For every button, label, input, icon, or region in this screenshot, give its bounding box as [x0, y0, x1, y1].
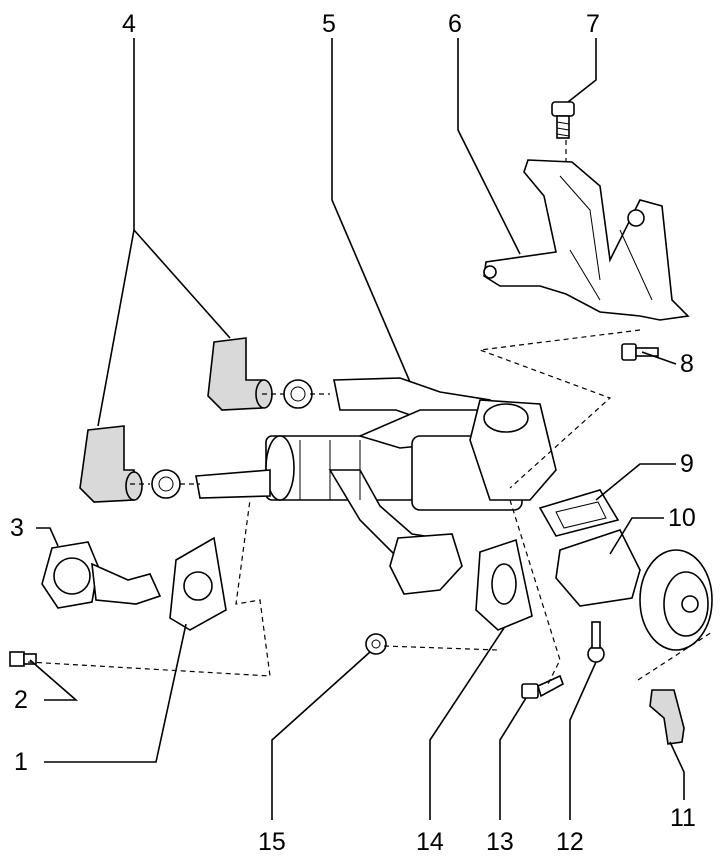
- part-4-lower-hose: [79, 425, 181, 503]
- callout-labels: 4 5 6 7 8 9 10 3 2 1 15 14 13 12 11: [10, 10, 696, 856]
- assembly-lines: [27, 140, 713, 685]
- callout-1: 1: [14, 748, 28, 776]
- callout-5: 5: [322, 10, 336, 38]
- part-1-gasket: [169, 536, 227, 631]
- callout-3: 3: [10, 514, 24, 542]
- part-6-bracket: [483, 159, 690, 321]
- callout-13: 13: [486, 828, 514, 856]
- part-3-flange-pipe: [41, 541, 162, 609]
- callout-6: 6: [448, 10, 462, 38]
- part-10-valve: [555, 529, 713, 651]
- part-12-screw: [587, 621, 605, 663]
- callout-12: 12: [556, 828, 584, 856]
- callout-7: 7: [586, 10, 600, 38]
- part-11-small-hose: [649, 689, 685, 745]
- callout-10: 10: [668, 504, 696, 532]
- leader-lines: [29, 38, 685, 820]
- part-13-bolt: [521, 674, 564, 699]
- callout-11: 11: [670, 804, 696, 832]
- part-15-nut: [365, 633, 387, 655]
- callout-8: 8: [680, 350, 694, 378]
- callout-14: 14: [416, 828, 444, 856]
- callout-15: 15: [258, 828, 286, 856]
- part-5-egr-cooler: [195, 377, 557, 595]
- part-8-bolt: [621, 343, 659, 361]
- part-14-gasket: [475, 538, 533, 631]
- part-4-upper-hose: [207, 337, 313, 411]
- part-7-screw: [551, 101, 575, 139]
- callout-4: 4: [122, 10, 136, 38]
- part-9-gasket: [538, 489, 620, 537]
- part-2-nut: [9, 651, 37, 667]
- callout-9: 9: [680, 450, 694, 478]
- callout-2: 2: [14, 686, 28, 714]
